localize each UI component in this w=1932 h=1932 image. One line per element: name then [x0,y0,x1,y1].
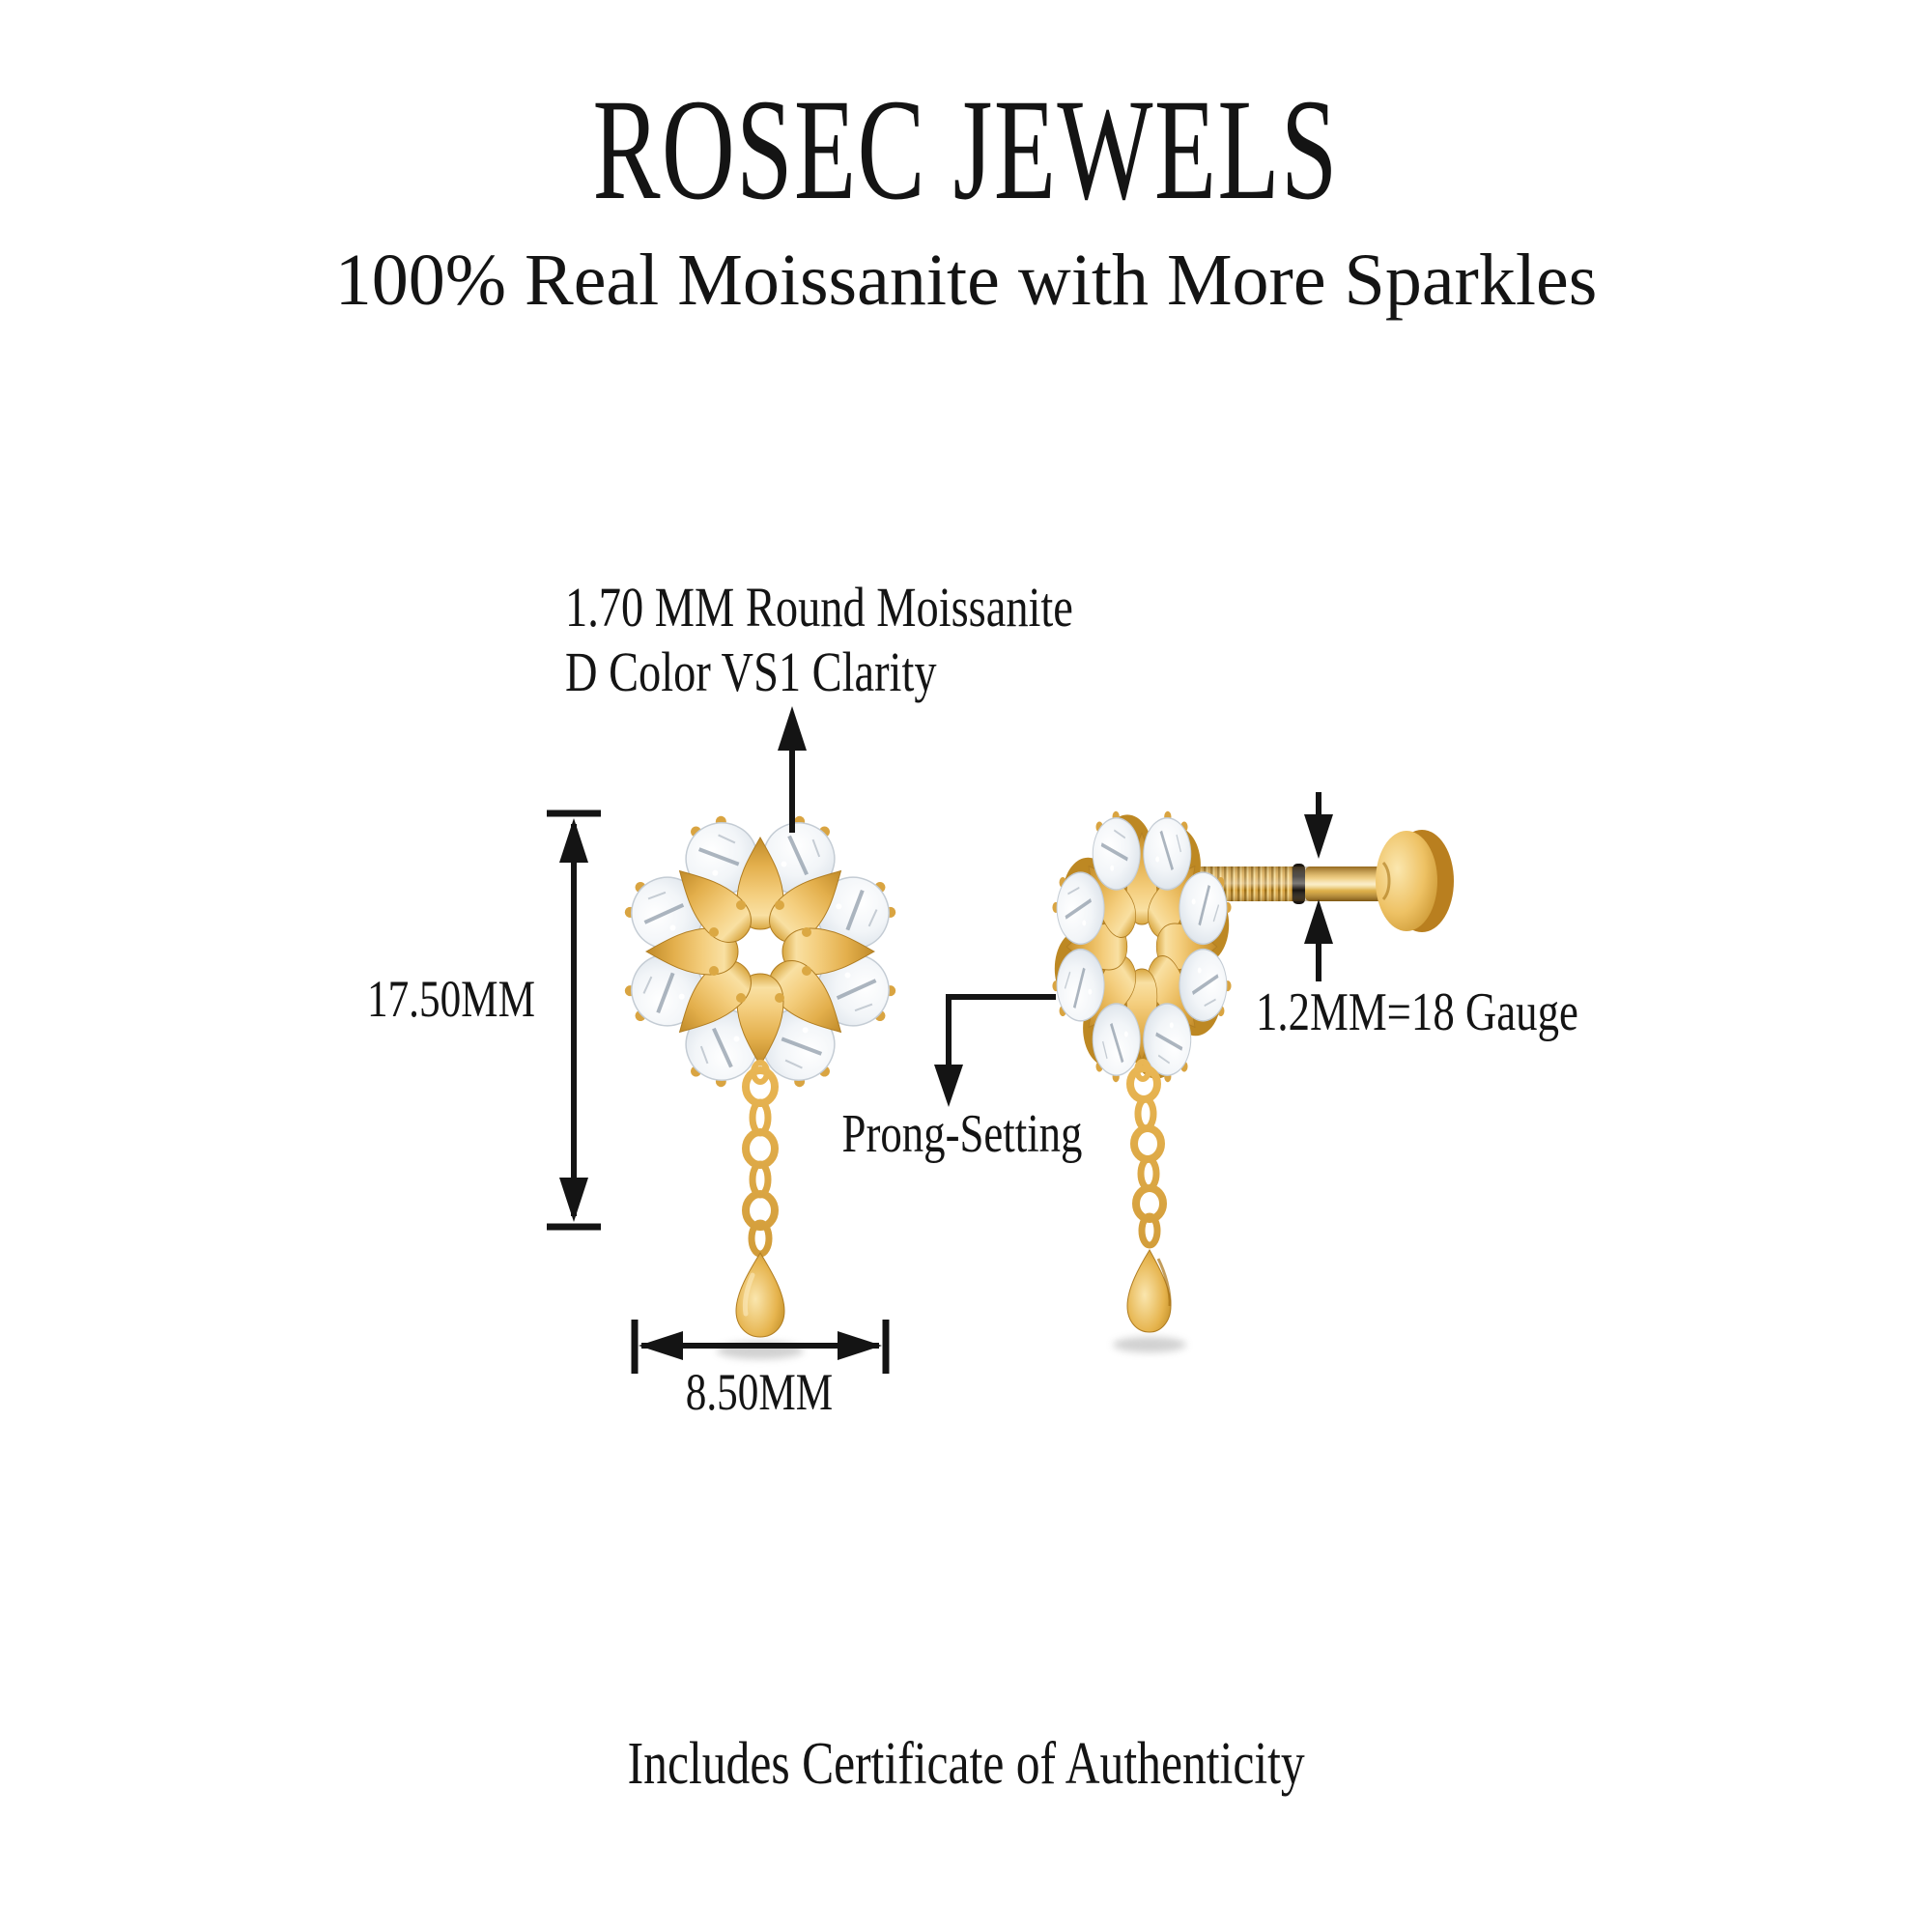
front-beads [709,900,811,1003]
side-chain [1126,1059,1167,1249]
dimension-annotations [547,706,1333,1374]
front-teardrop [735,1252,785,1338]
stone-spec-line2: D Color VS1 Clarity [565,640,937,704]
prong-setting-label: Prong-Setting [841,1104,1083,1164]
front-teardrop-highlight [742,1272,755,1317]
height-dimension-line [547,810,601,1231]
gauge-label: 1.2MM=18 Gauge [1256,982,1578,1042]
labret-disc-face [1376,831,1437,931]
front-chain [742,1060,779,1258]
earring-side-view [1044,801,1454,1352]
side-teardrop [1126,1249,1172,1333]
brand-tagline-text: 100% Real Moissanite with More Sparkles [334,240,1598,321]
certificate-note: Includes Certificate of Authenticity [627,1731,1305,1797]
stone-spec-annotation: 1.70 MM Round Moissanite D Color VS1 Cla… [565,575,1200,705]
height-dimension-label: 17.50MM [366,970,536,1028]
side-petals [1065,832,1218,1062]
side-teardrop-edge [1156,1258,1172,1307]
width-dimension-label: 8.50MM [685,1363,834,1421]
brand-title: ROSEC JEWELS [0,77,1932,222]
brand-title-text: ROSEC JEWELS [592,70,1340,230]
width-dimension-line [631,1320,890,1374]
side-teardrop-shadow [1113,1337,1186,1352]
stone-spec-line1: 1.70 MM Round Moissanite [565,576,1073,639]
side-flower [1044,801,1239,1093]
stone-annotation-arrow [778,706,807,833]
front-petals [645,837,875,1066]
labret-post [1198,830,1454,932]
gauge-dimension-arrows [1304,792,1333,981]
brand-tagline: 100% Real Moissanite with More Sparkles [0,243,1932,317]
earring-front-view [614,806,906,1359]
prong-setting-arrow [934,994,1056,1107]
